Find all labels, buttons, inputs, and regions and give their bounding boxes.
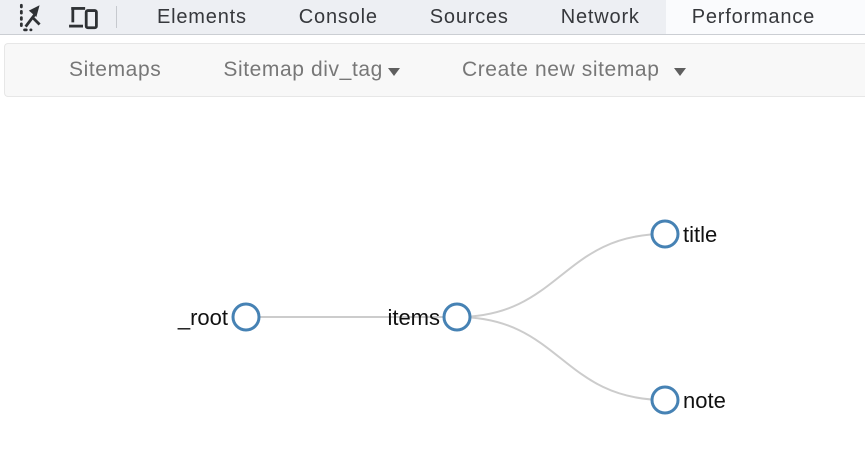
node-circle-items[interactable] (442, 302, 472, 332)
node-label-items: items (387, 305, 440, 330)
nav-create-sitemap-label: Create new sitemap (461, 58, 660, 81)
node-label-root: _root (177, 305, 228, 330)
nav-sitemap-dropdown-label: Sitemap div_tag (223, 58, 383, 81)
graph-node-title: title (650, 219, 717, 249)
nav-sitemaps-label: Sitemaps (69, 58, 162, 81)
nav-sitemap-dropdown[interactable]: Sitemap div_tag (223, 58, 400, 82)
graph-node-items: items (387, 302, 472, 332)
tab-network[interactable]: Network (560, 5, 640, 28)
node-label-title: title (683, 222, 717, 247)
edge-items-title (456, 233, 666, 318)
graph-node-root: _root (177, 302, 261, 332)
tab-console[interactable]: Console (298, 5, 378, 28)
nav-create-sitemap-dropdown[interactable]: Create new sitemap (462, 58, 686, 82)
tab-elements[interactable]: Elements (157, 5, 247, 28)
caret-down-icon (387, 67, 400, 76)
node-circle-root[interactable] (231, 302, 261, 332)
devtools-tabs: Elements Console Sources Network Perform… (131, 0, 865, 34)
node-circle-title[interactable] (650, 219, 680, 249)
nav-sitemaps[interactable]: Sitemaps (69, 58, 161, 82)
inspect-element-button[interactable] (12, 2, 50, 32)
node-label-note: note (683, 388, 726, 413)
node-circle-note[interactable] (650, 385, 680, 415)
tab-performance[interactable]: Performance (665, 0, 865, 34)
edge-items-note (456, 316, 666, 401)
devtools-toolbar-icons (0, 0, 116, 34)
caret-down-icon (673, 67, 686, 76)
inspect-icon (19, 3, 41, 32)
tab-sources[interactable]: Sources (429, 5, 509, 28)
selector-graph: _root items title note (0, 97, 865, 466)
device-toolbar-button[interactable] (64, 2, 102, 32)
webscraper-navbar: Sitemaps Sitemap div_tag Create new site… (4, 43, 865, 97)
toolbar-divider (116, 6, 117, 28)
graph-node-note: note (650, 385, 726, 415)
devtools-tabbar: Elements Console Sources Network Perform… (0, 0, 865, 35)
device-toolbar-icon (69, 7, 98, 30)
